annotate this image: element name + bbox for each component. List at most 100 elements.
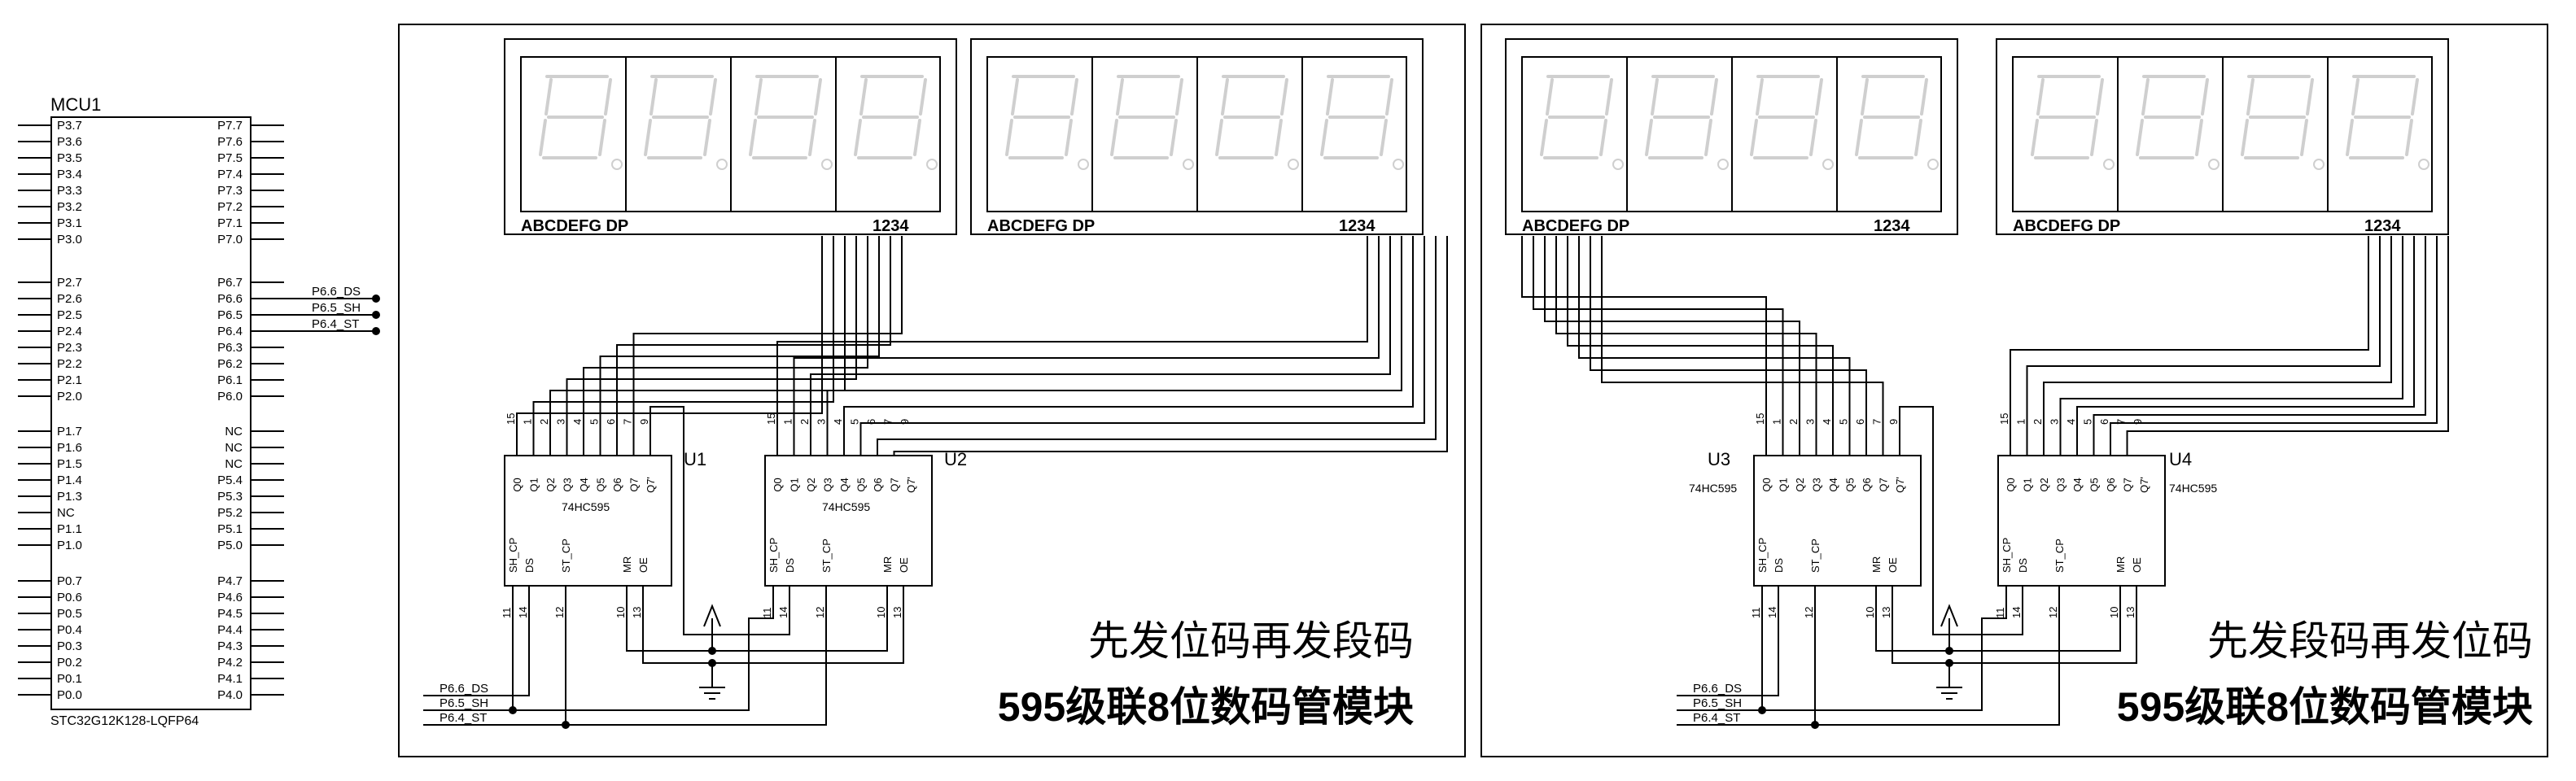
junction-dot: [708, 647, 716, 655]
mcu-pin-label-right: P7.3: [217, 184, 243, 198]
ic-pin-label: Q2: [805, 478, 817, 491]
junction-dot: [708, 659, 716, 667]
mcu-pin-label-right: P6.6: [217, 292, 243, 306]
mcu-pin-label-right: P4.3: [217, 639, 243, 653]
ic-pin-number: 1: [782, 419, 794, 425]
ic-pin-label: Q0: [511, 478, 523, 491]
ic-pin-label: Q7: [889, 478, 901, 491]
mcu-pin-label-left: P2.7: [57, 276, 82, 290]
wire: [859, 236, 1425, 456]
ic-pin-number: 15: [505, 413, 517, 425]
ic-pin-number: 10: [875, 607, 887, 618]
mcu-pin-label-left: P1.1: [57, 522, 82, 536]
module-2-subtitle: 595级联8位数码管模块: [2117, 684, 2533, 730]
wire: [532, 236, 834, 456]
digit-glyph: [2031, 75, 2115, 171]
ic-pin-label: ST_CP: [2053, 539, 2066, 573]
ic-pin-label: MR: [621, 556, 633, 573]
junction-dot: [1945, 659, 1953, 667]
ic-pin-label: Q5: [855, 478, 868, 491]
ic-ref: U2: [944, 449, 967, 469]
junction-dot: [562, 721, 570, 729]
mcu-pin-label-right: P7.4: [217, 168, 243, 181]
mcu-pin-label-left: P3.5: [57, 151, 82, 165]
ic-pin-number: 11: [501, 608, 513, 619]
module-1-title: 先发位码再发段码: [1088, 618, 1414, 664]
digit-glyph: [1005, 75, 1090, 171]
ic-part-label: 74HC595: [822, 500, 870, 513]
mcu-pin-label-left: P3.0: [57, 233, 82, 247]
st-wire: [423, 610, 827, 726]
wire: [516, 236, 823, 456]
wire: [1555, 236, 1817, 456]
wire: [877, 236, 1437, 456]
mcu-pin-label-left: P3.2: [57, 200, 82, 214]
ic-part-label: 74HC595: [1689, 482, 1737, 495]
digit-pin-label: 1234: [2364, 217, 2401, 235]
ic-pin-number: 10: [1864, 607, 1876, 618]
ic-pin-label: Q6: [2105, 478, 2117, 491]
wire: [810, 236, 1391, 456]
display-frame: [970, 38, 1424, 235]
mcu-part: STC32G12K128-LQFP64: [50, 714, 199, 728]
mcu-pin-label-left: P0.2: [57, 656, 82, 670]
mr-wire: [1875, 610, 2121, 652]
mcu-pin-label-right: P7.1: [217, 216, 243, 230]
wire: [1567, 236, 1834, 456]
mcu-pin-label-left: P0.4: [57, 623, 82, 637]
vcc-symbol: [703, 604, 721, 627]
junction-dot: [1758, 706, 1766, 714]
mcu-pin-label-right: P6.2: [217, 357, 243, 371]
ic-pin-number: 11: [1994, 608, 2006, 619]
display-frame: [504, 38, 957, 235]
mcu-pin-label-left: P1.7: [57, 425, 82, 438]
ic-pin-number: 4: [832, 419, 844, 425]
ic-pin-label: Q4: [1827, 478, 1839, 491]
wire: [599, 236, 880, 456]
ic-pin-number: 1: [2015, 419, 2027, 425]
ic-pin-number: 13: [1880, 607, 1892, 618]
wire: [1521, 236, 1767, 456]
ic-ref: U3: [1708, 449, 1730, 469]
digit-glyph: [644, 75, 728, 171]
mcu-pin-label-left: P3.1: [57, 216, 82, 230]
ic-pin-number: 11: [1750, 608, 1762, 619]
ic-pin-number: 9: [2132, 419, 2144, 425]
mcu-pin-label-right: P6.4: [217, 325, 243, 338]
junction-dot: [372, 311, 380, 319]
junction-dot: [372, 327, 380, 335]
mcu-pin-label-right: P6.7: [217, 276, 243, 290]
junction-dot: [1811, 721, 1819, 729]
ic-pin-label: Q1: [2022, 478, 2034, 491]
ic-pin-label: MR: [2115, 556, 2127, 573]
digit-glyph: [539, 75, 623, 171]
ic-pin-number: 12: [553, 607, 566, 618]
ic-pin-label: Q7: [628, 478, 641, 491]
ic-pin-label: SH_CP: [1756, 538, 1769, 573]
digit-glyph: [749, 75, 833, 171]
mcu-pin-label-right: P7.0: [217, 233, 243, 247]
ic-pin-label: Q6: [611, 478, 623, 491]
ic-pin-number: 1: [522, 419, 534, 425]
net-label: P6.6_DS: [440, 682, 488, 696]
ic-pin-number: 6: [1854, 419, 1866, 425]
junction-dot: [509, 706, 517, 714]
ic-pin-number: 12: [814, 607, 826, 618]
ic-pin-number: 7: [1871, 419, 1883, 425]
oe-wire: [642, 610, 904, 664]
ic-pin-label: Q0: [772, 478, 784, 491]
mcu-pin-label-left: P1.3: [57, 490, 82, 504]
ic-pin-number: 14: [777, 607, 789, 618]
ic-pin-number: 3: [1804, 419, 1817, 425]
ic-pin-number: 9: [638, 419, 650, 425]
wire: [893, 236, 1448, 456]
ic-pin-number: 15: [765, 413, 777, 425]
ic-pin-label: Q1: [789, 478, 801, 491]
mcu-pin-label-right: NC: [225, 441, 243, 455]
wire: [793, 236, 1380, 456]
ic-pin-label: OE: [637, 557, 649, 573]
wire: [1601, 236, 1884, 456]
mcu-pin-label-right: P5.1: [217, 522, 243, 536]
ic-pin-number: 5: [849, 419, 861, 425]
